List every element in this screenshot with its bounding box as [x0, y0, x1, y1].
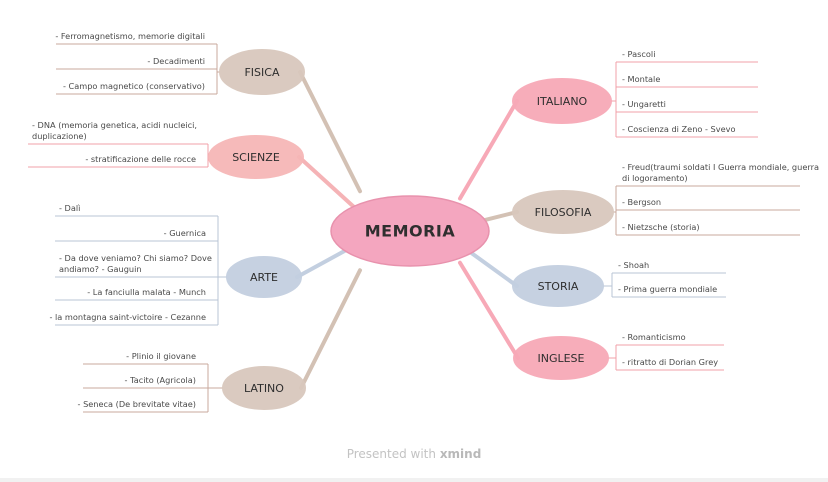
connector-scienze [297, 155, 362, 215]
branch-node-fisica[interactable] [219, 49, 305, 95]
connector-latino [299, 268, 362, 390]
branch-label-scienze: SCIENZE [232, 151, 280, 164]
leaf-arte[interactable]: - Dalì [59, 203, 80, 213]
branch-node-storia[interactable] [512, 265, 604, 307]
leaf-italiano[interactable]: - Coscienza di Zeno - Svevo [622, 124, 735, 134]
leaf-inglese[interactable]: - ritratto di Dorian Grey [622, 357, 718, 367]
leaf-italiano[interactable]: - Ungaretti [622, 99, 666, 109]
leaf-storia[interactable]: - Prima guerra mondiale [618, 284, 717, 294]
connector-fisica [298, 70, 362, 194]
leaf-latino[interactable]: - Plinio il giovane [126, 351, 196, 361]
leaf-arte[interactable]: - Guernica [164, 228, 206, 238]
footer: Presented with xmind [0, 447, 828, 461]
leaf-arte[interactable]: - La fanciulla malata - Munch [87, 287, 206, 297]
branch-label-arte: ARTE [250, 271, 278, 284]
branch-label-inglese: INGLESE [537, 352, 584, 365]
bracket-arte [217, 216, 227, 325]
branch-node-latino[interactable] [222, 366, 306, 410]
footer-brand[interactable]: xmind [439, 447, 482, 461]
leaf-latino[interactable]: - Seneca (De brevitate vitae) [78, 399, 196, 409]
footer-prefix: Presented with [346, 447, 436, 461]
leaf-arte[interactable]: - la montagna saint-victoire - Cezanne [49, 312, 206, 322]
leaf-fisica[interactable]: - Decadimenti [147, 56, 205, 66]
leaf-storia[interactable]: - Shoah [618, 260, 649, 270]
branch-node-filosofia[interactable] [512, 190, 614, 234]
branch-node-scienze[interactable] [208, 135, 304, 179]
branch-node-arte[interactable] [226, 256, 302, 298]
branch-label-fisica: FISICA [244, 66, 279, 79]
bracket-inglese [608, 345, 617, 370]
leaf-filosofia[interactable]: - Freud(traumi soldati I Guerra mondiale… [622, 162, 819, 183]
branch-label-latino: LATINO [244, 382, 284, 395]
bracket-storia [603, 273, 613, 297]
branch-node-italiano[interactable] [512, 78, 612, 124]
leaf-inglese[interactable]: - Romanticismo [622, 332, 686, 342]
leaf-italiano[interactable]: - Montale [622, 74, 660, 84]
leaf-scienze[interactable]: - stratificazione delle rocce [85, 154, 196, 164]
leaf-scienze[interactable]: - DNA (memoria genetica, acidi nucleici,… [32, 120, 197, 141]
leaf-filosofia[interactable]: - Bergson [622, 197, 661, 207]
center-label: MEMORIA [365, 222, 456, 241]
leaf-filosofia[interactable]: - Nietzsche (storia) [622, 222, 700, 232]
center-node[interactable] [330, 195, 490, 267]
leaf-fisica[interactable]: - Campo magnetico (conservativo) [63, 81, 205, 91]
branch-label-italiano: ITALIANO [537, 95, 588, 108]
bracket-latino [207, 364, 223, 412]
branch-label-storia: STORIA [538, 280, 579, 293]
leaf-italiano[interactable]: - Pascoli [622, 49, 655, 59]
leaf-fisica[interactable]: - Ferromagnetismo, memorie digitali [55, 31, 205, 41]
branch-label-filosofia: FILOSOFIA [535, 206, 592, 219]
connector-inglese [458, 260, 520, 360]
bottom-divider [0, 478, 828, 482]
leaf-latino[interactable]: - Tacito (Agricola) [125, 375, 196, 385]
branch-node-inglese[interactable] [513, 336, 609, 380]
connector-italiano [458, 99, 519, 201]
